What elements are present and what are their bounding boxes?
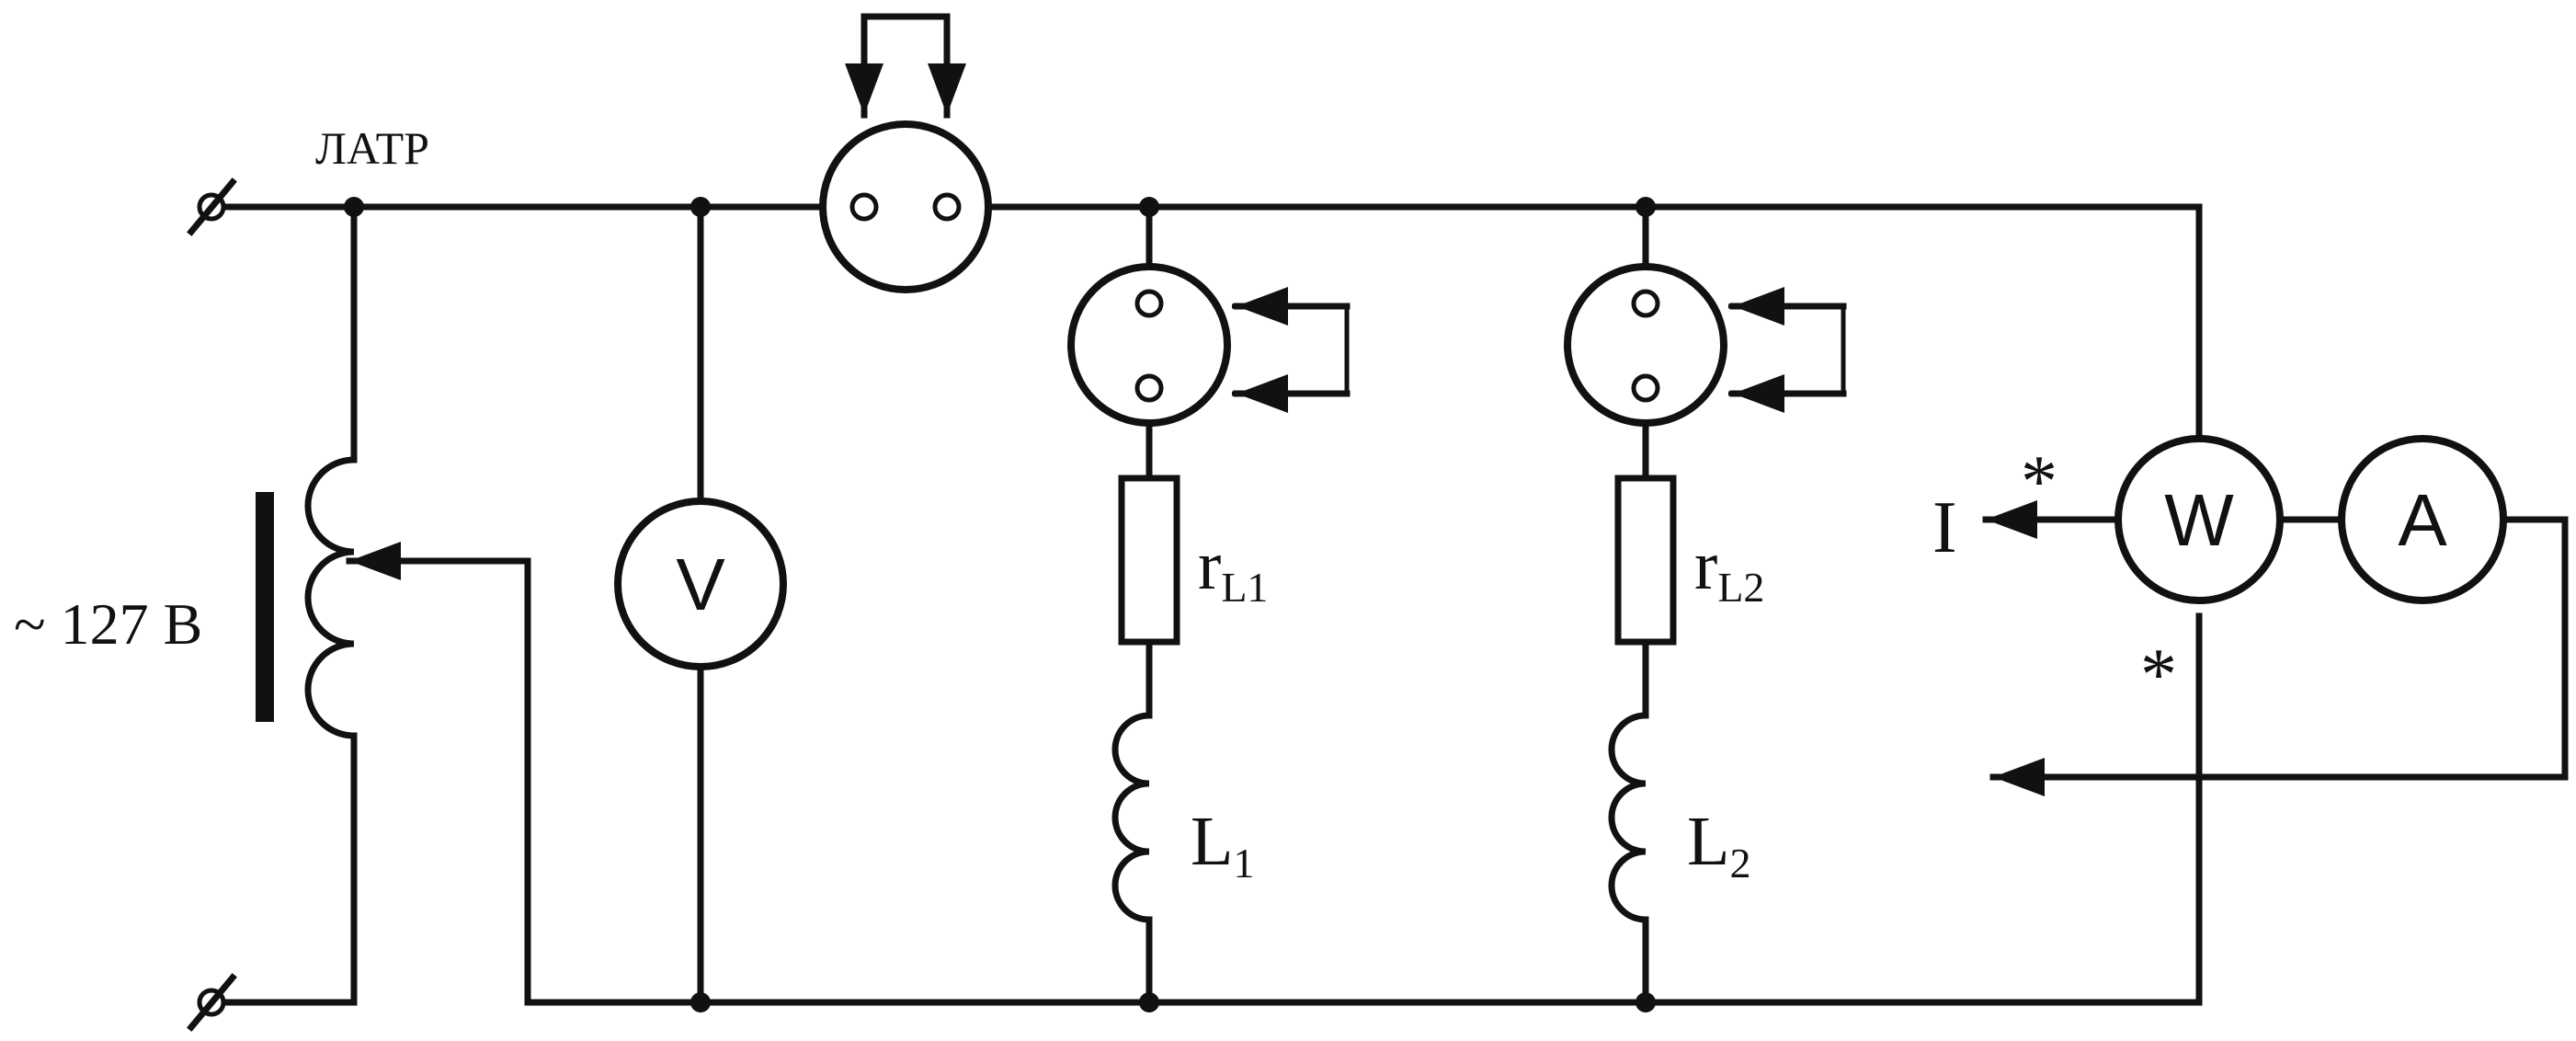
resistor-1 — [1118, 475, 1180, 646]
inductor-1 — [1111, 712, 1153, 923]
voltmeter-symbol: V — [676, 543, 725, 625]
autotransformer — [256, 456, 401, 739]
inductor-2-label: L2 — [1687, 803, 1750, 887]
supply-voltage-label: ~ 127 В — [14, 591, 202, 657]
autotransformer-label: ЛАТР — [315, 122, 429, 174]
wiper-return-wire — [387, 557, 531, 1006]
input-terminal-bottom — [187, 973, 237, 1032]
transformer-core — [256, 492, 274, 722]
bottom-rail — [524, 612, 2203, 1006]
resistor-1-label: rL1 — [1198, 527, 1268, 611]
junction-dots — [344, 197, 1656, 1012]
top-rail — [208, 203, 2203, 445]
ammeter-symbol: A — [2398, 479, 2447, 561]
autotransformer-winding — [304, 456, 358, 739]
current-coil-star: * — [2021, 441, 2057, 522]
wattmeter-symbol: W — [2164, 479, 2234, 561]
wattmeter: W — [2114, 435, 2284, 604]
current-label: I — [1932, 487, 1957, 568]
voltmeter: V — [614, 498, 787, 670]
input-terminal-top — [187, 177, 237, 236]
ammeter: A — [2338, 435, 2507, 604]
voltage-coil-star: * — [2140, 635, 2177, 715]
resistor-2 — [1614, 475, 1677, 646]
series-meter — [819, 13, 992, 293]
current-coil-return-wire — [2195, 516, 2569, 781]
branch-1-meter — [1067, 263, 1351, 427]
autotransformer-bottom-lead — [208, 737, 358, 1006]
inductor-2 — [1608, 712, 1649, 923]
inductor-1-label: L1 — [1191, 803, 1254, 887]
branch-1-meter-link — [1232, 303, 1350, 396]
resistor-2-label: rL2 — [1694, 527, 1764, 611]
branch-2-meter — [1564, 263, 1847, 427]
branch-2-meter-link — [1728, 303, 1846, 396]
